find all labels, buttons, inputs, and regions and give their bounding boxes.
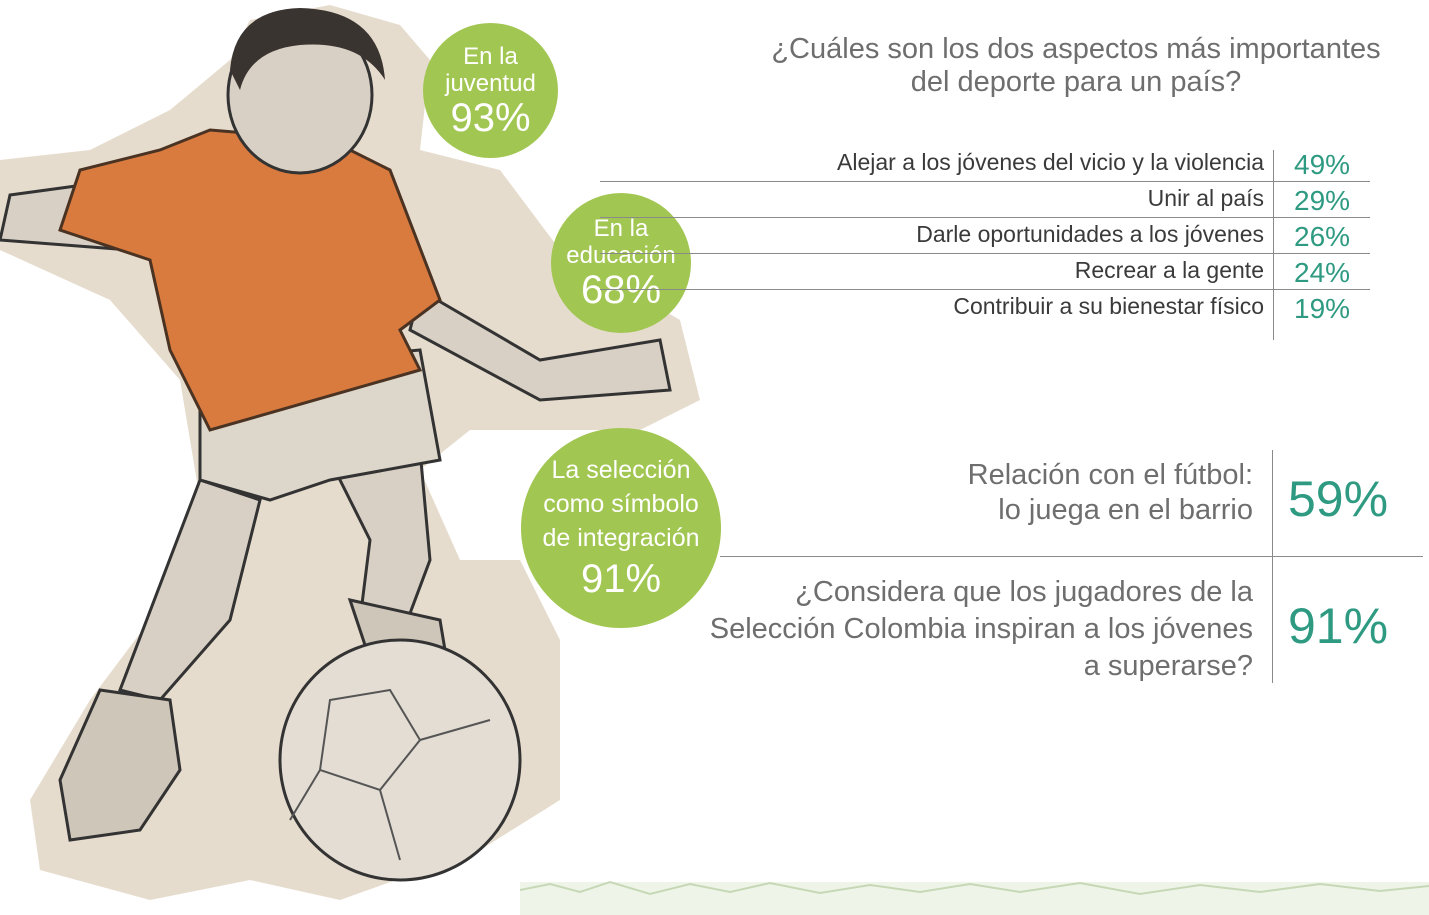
soccer-relation-label: Relación con el fútbol: lo juega en el b…: [968, 458, 1253, 528]
soccer-ball: [278, 638, 522, 882]
boy-kicking-ball-illustration: [0, 5, 700, 900]
bubble-selection-line3: de integración: [542, 524, 700, 552]
bubble-education-line2: educación: [566, 242, 676, 269]
bubble-selection: La selección como símbolo de integración…: [521, 428, 721, 628]
aspects-divider-vertical: [1273, 150, 1274, 340]
bubble-education-line1: En la: [593, 215, 649, 242]
soccer-inspire-line1: ¿Considera que los jugadores de la: [795, 576, 1253, 608]
bubble-education: En la educación 68%: [551, 193, 691, 333]
bubble-selection-value: 91%: [580, 557, 662, 601]
ball-panels: [289, 688, 491, 861]
bubble-youth-value: 93%: [450, 95, 531, 140]
soccer-relation-line1: Relación con el fútbol:: [967, 459, 1253, 491]
right-arm: [408, 287, 672, 402]
aspect-value: 19%: [1294, 293, 1351, 324]
aspect-label: Unir al país: [1147, 185, 1264, 211]
left-leg: [117, 478, 262, 702]
aspects-table: Alejar a los jóvenes del vicio y la viol…: [600, 146, 1370, 325]
question-line2: del deporte para un país?: [910, 66, 1242, 98]
shirt: [58, 128, 442, 432]
bubble-youth-line1: En la: [463, 42, 518, 70]
aspect-label: Darle oportunidades a los jóvenes: [916, 221, 1264, 247]
question-line1: ¿Cuáles son los dos aspectos más importa…: [771, 33, 1381, 65]
soccer-relation-line2: lo juega en el barrio: [998, 494, 1253, 526]
aspect-value: 26%: [1294, 221, 1351, 252]
bubble-selection-line1: La selección: [551, 456, 691, 484]
aspect-label: Contribuir a su bienestar físico: [953, 293, 1264, 319]
question-title: ¿Cuáles son los dos aspectos más importa…: [760, 33, 1392, 99]
soccer-inspire-line2: Selección Colombia inspiran a los jóvene…: [709, 613, 1253, 645]
aspect-value: 49%: [1294, 149, 1351, 180]
aspect-value: 29%: [1294, 185, 1351, 216]
grass-strip: [520, 880, 1429, 915]
soccer-inspire-value: 91%: [1288, 598, 1389, 654]
soccer-divider-horizontal: [720, 556, 1423, 557]
bubble-youth-line2: juventud: [445, 69, 536, 97]
hair: [230, 8, 385, 90]
aspect-row: Darle oportunidades a los jóvenes 26%: [600, 217, 1370, 253]
soccer-relation-value: 59%: [1288, 471, 1389, 527]
bubble-selection-line2: como símbolo: [543, 490, 699, 518]
aspect-label: Recrear a la gente: [1074, 257, 1264, 283]
soccer-divider-vertical: [1272, 450, 1273, 683]
aspect-row: Contribuir a su bienestar físico 19%: [600, 289, 1370, 325]
left-shoe: [58, 688, 182, 842]
bubble-education-value: 68%: [580, 268, 662, 312]
soccer-inspire-line3: a superarse?: [1083, 650, 1253, 682]
aspect-value: 24%: [1294, 257, 1351, 288]
bubble-youth: En la juventud 93%: [423, 23, 558, 158]
aspect-row: Recrear a la gente 24%: [600, 253, 1370, 289]
aspect-label: Alejar a los jóvenes del vicio y la viol…: [837, 149, 1264, 175]
soccer-inspire-label: ¿Considera que los jugadores de la Selec…: [710, 574, 1253, 685]
aspect-row: Alejar a los jóvenes del vicio y la viol…: [600, 146, 1370, 181]
aspect-row: Unir al país 29%: [600, 181, 1370, 217]
